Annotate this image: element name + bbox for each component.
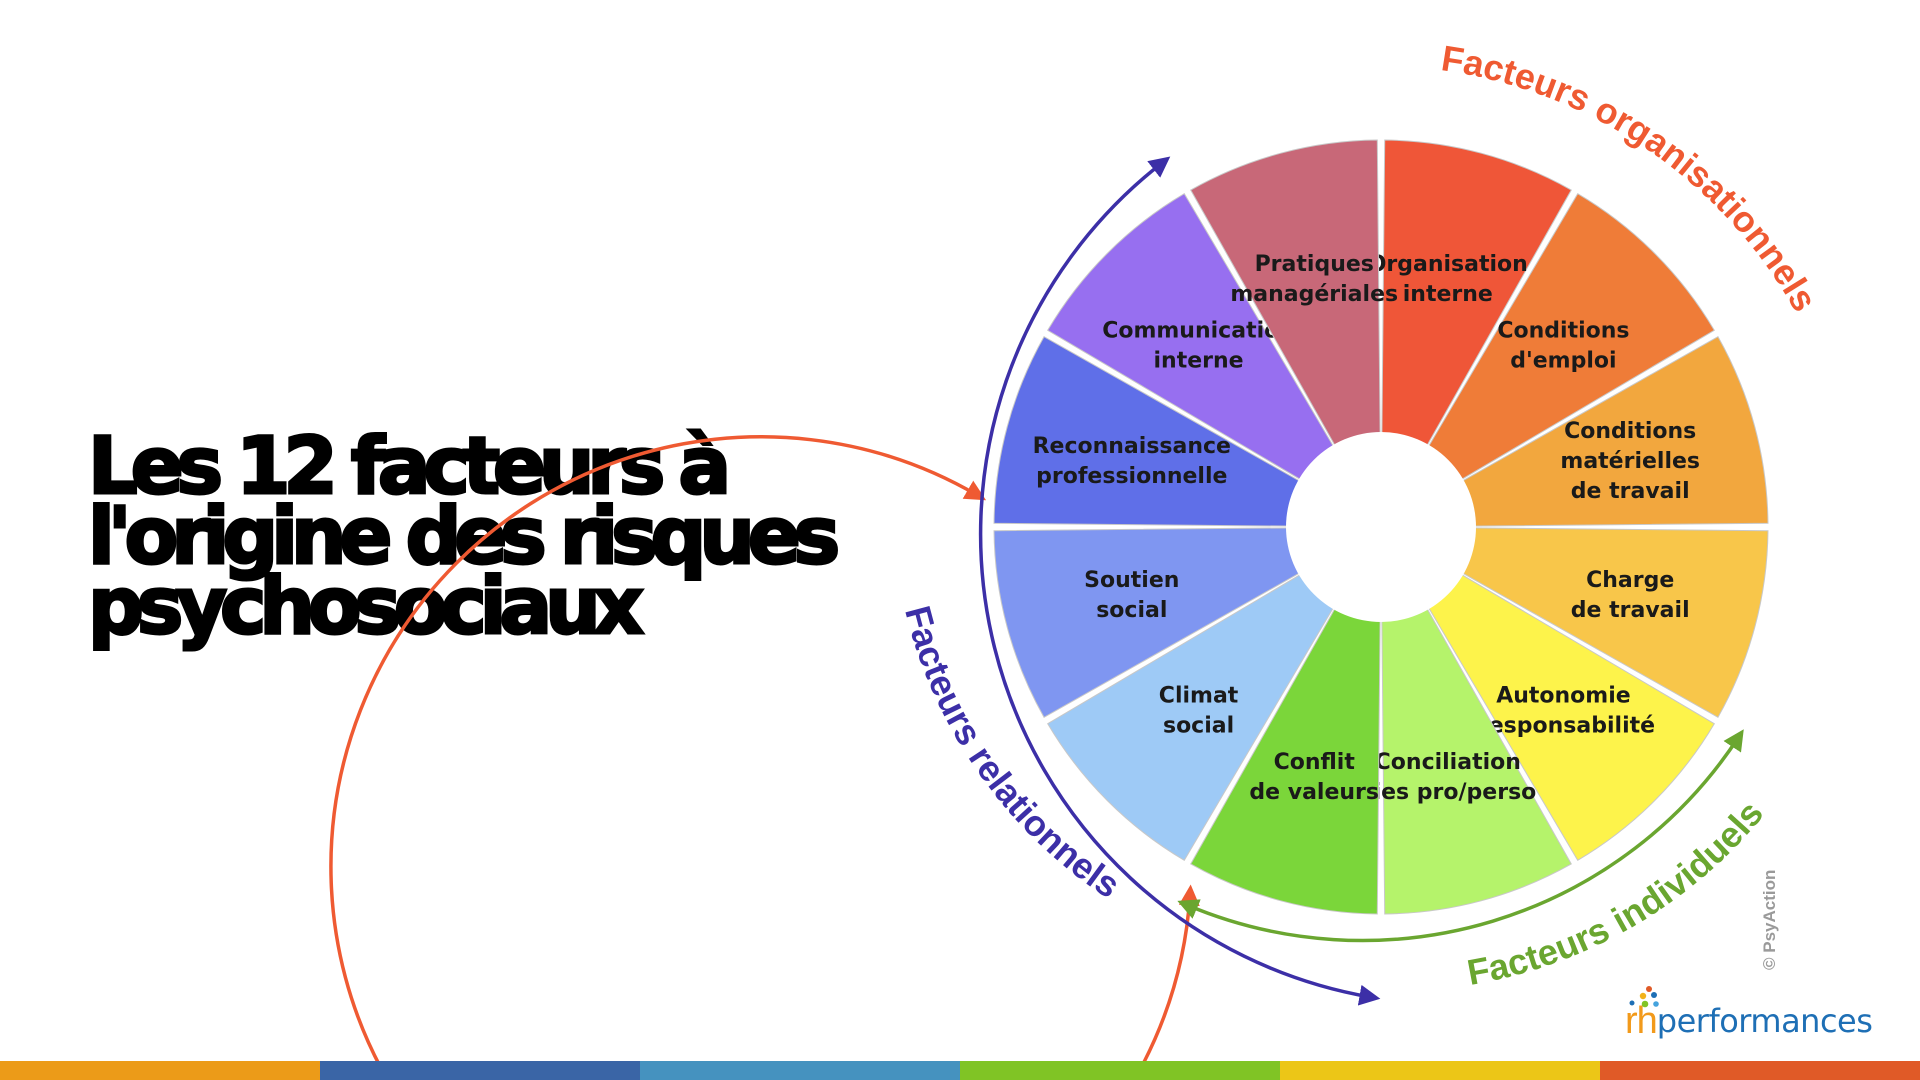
- wheel-segment: [1390, 193, 1715, 518]
- bar-segment: [0, 1061, 320, 1080]
- bar-segment: [320, 1061, 640, 1080]
- wheel-center-hole: [1286, 432, 1476, 622]
- rh-performances-logo: rh performances: [1625, 985, 1905, 1041]
- bar-segment: [640, 1061, 960, 1080]
- title-line-1: Les 12 facteurs à: [87, 422, 733, 512]
- copyright-text: © PsyAction: [1760, 870, 1779, 970]
- wheel-segment: [1397, 336, 1769, 528]
- wheel-segment: [1397, 526, 1769, 718]
- logo-dots-icon: [1629, 986, 1659, 1008]
- relational-arc: [978, 156, 1381, 1006]
- title-line-2: l'origine des risques: [87, 492, 842, 582]
- logo-rh: rh: [1625, 1000, 1658, 1042]
- title-line-3: psychosociaux: [87, 562, 646, 652]
- bar-segment: [1280, 1061, 1600, 1080]
- logo-performances: performances: [1656, 1002, 1873, 1040]
- slide-title: Les 12 facteurs à l'origine des risques …: [87, 422, 908, 652]
- bar-segment: [960, 1061, 1280, 1080]
- bottom-color-bar: [0, 1061, 1920, 1080]
- wheel-segment: [1380, 139, 1572, 511]
- bar-segment: [1600, 1061, 1920, 1080]
